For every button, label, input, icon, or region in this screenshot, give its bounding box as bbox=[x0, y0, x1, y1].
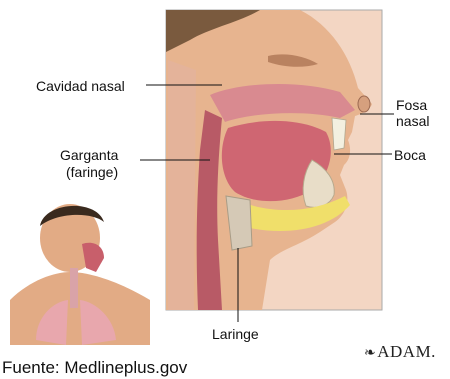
inset-trachea bbox=[70, 268, 78, 308]
label-cavidad-nasal: Cavidad nasal bbox=[36, 78, 125, 94]
inset-airway bbox=[82, 243, 104, 272]
label-garganta-line2: (faringe) bbox=[66, 164, 118, 180]
inset-figure bbox=[10, 204, 150, 345]
spine bbox=[168, 60, 196, 310]
inset-body bbox=[10, 272, 150, 345]
leaf-icon: ❧ bbox=[364, 346, 376, 361]
label-laringe: Laringe bbox=[212, 326, 259, 342]
source-caption: Fuente: Medlineplus.gov bbox=[2, 358, 187, 378]
label-boca: Boca bbox=[394, 147, 426, 163]
adam-logo-text: ADAM. bbox=[377, 342, 436, 361]
label-fosa-nasal-line2: nasal bbox=[396, 113, 429, 129]
label-fosa-nasal-line1: Fosa bbox=[396, 97, 427, 113]
nostril bbox=[358, 96, 370, 112]
teeth bbox=[332, 118, 346, 150]
adam-logo: ❧ADAM. bbox=[364, 342, 436, 362]
label-garganta-line1: Garganta bbox=[60, 147, 118, 163]
